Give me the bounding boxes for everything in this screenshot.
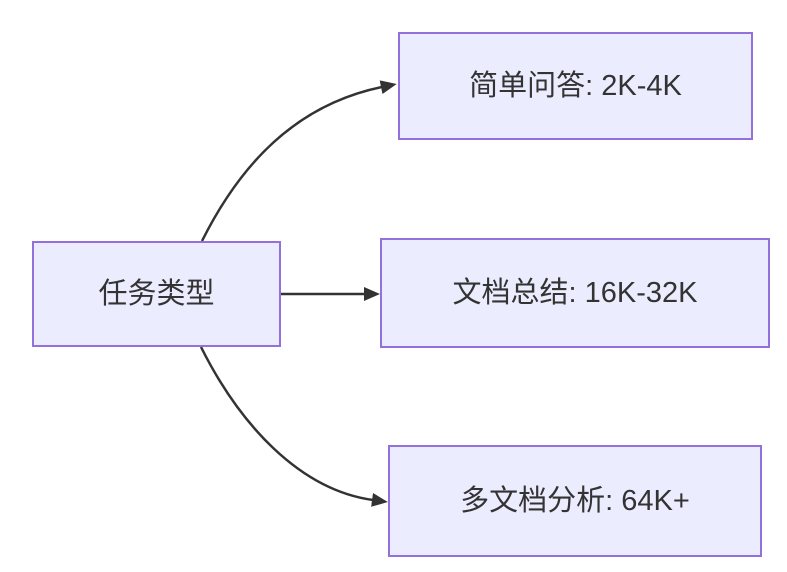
node-multi-doc-analysis: 多文档分析: 64K+ xyxy=(388,445,762,557)
edge-root-to-branch3 xyxy=(199,346,388,507)
node-simple-qa-label: 简单问答: 2K-4K xyxy=(469,69,682,102)
node-simple-qa: 简单问答: 2K-4K xyxy=(398,32,753,140)
node-task-type-label: 任务类型 xyxy=(98,277,215,310)
node-task-type: 任务类型 xyxy=(32,241,281,347)
edge-root-to-branch1 xyxy=(200,80,397,242)
node-doc-summary: 文档总结: 16K-32K xyxy=(380,238,770,348)
node-doc-summary-label: 文档总结: 16K-32K xyxy=(452,276,698,309)
node-multi-doc-analysis-label: 多文档分析: 64K+ xyxy=(460,484,690,517)
